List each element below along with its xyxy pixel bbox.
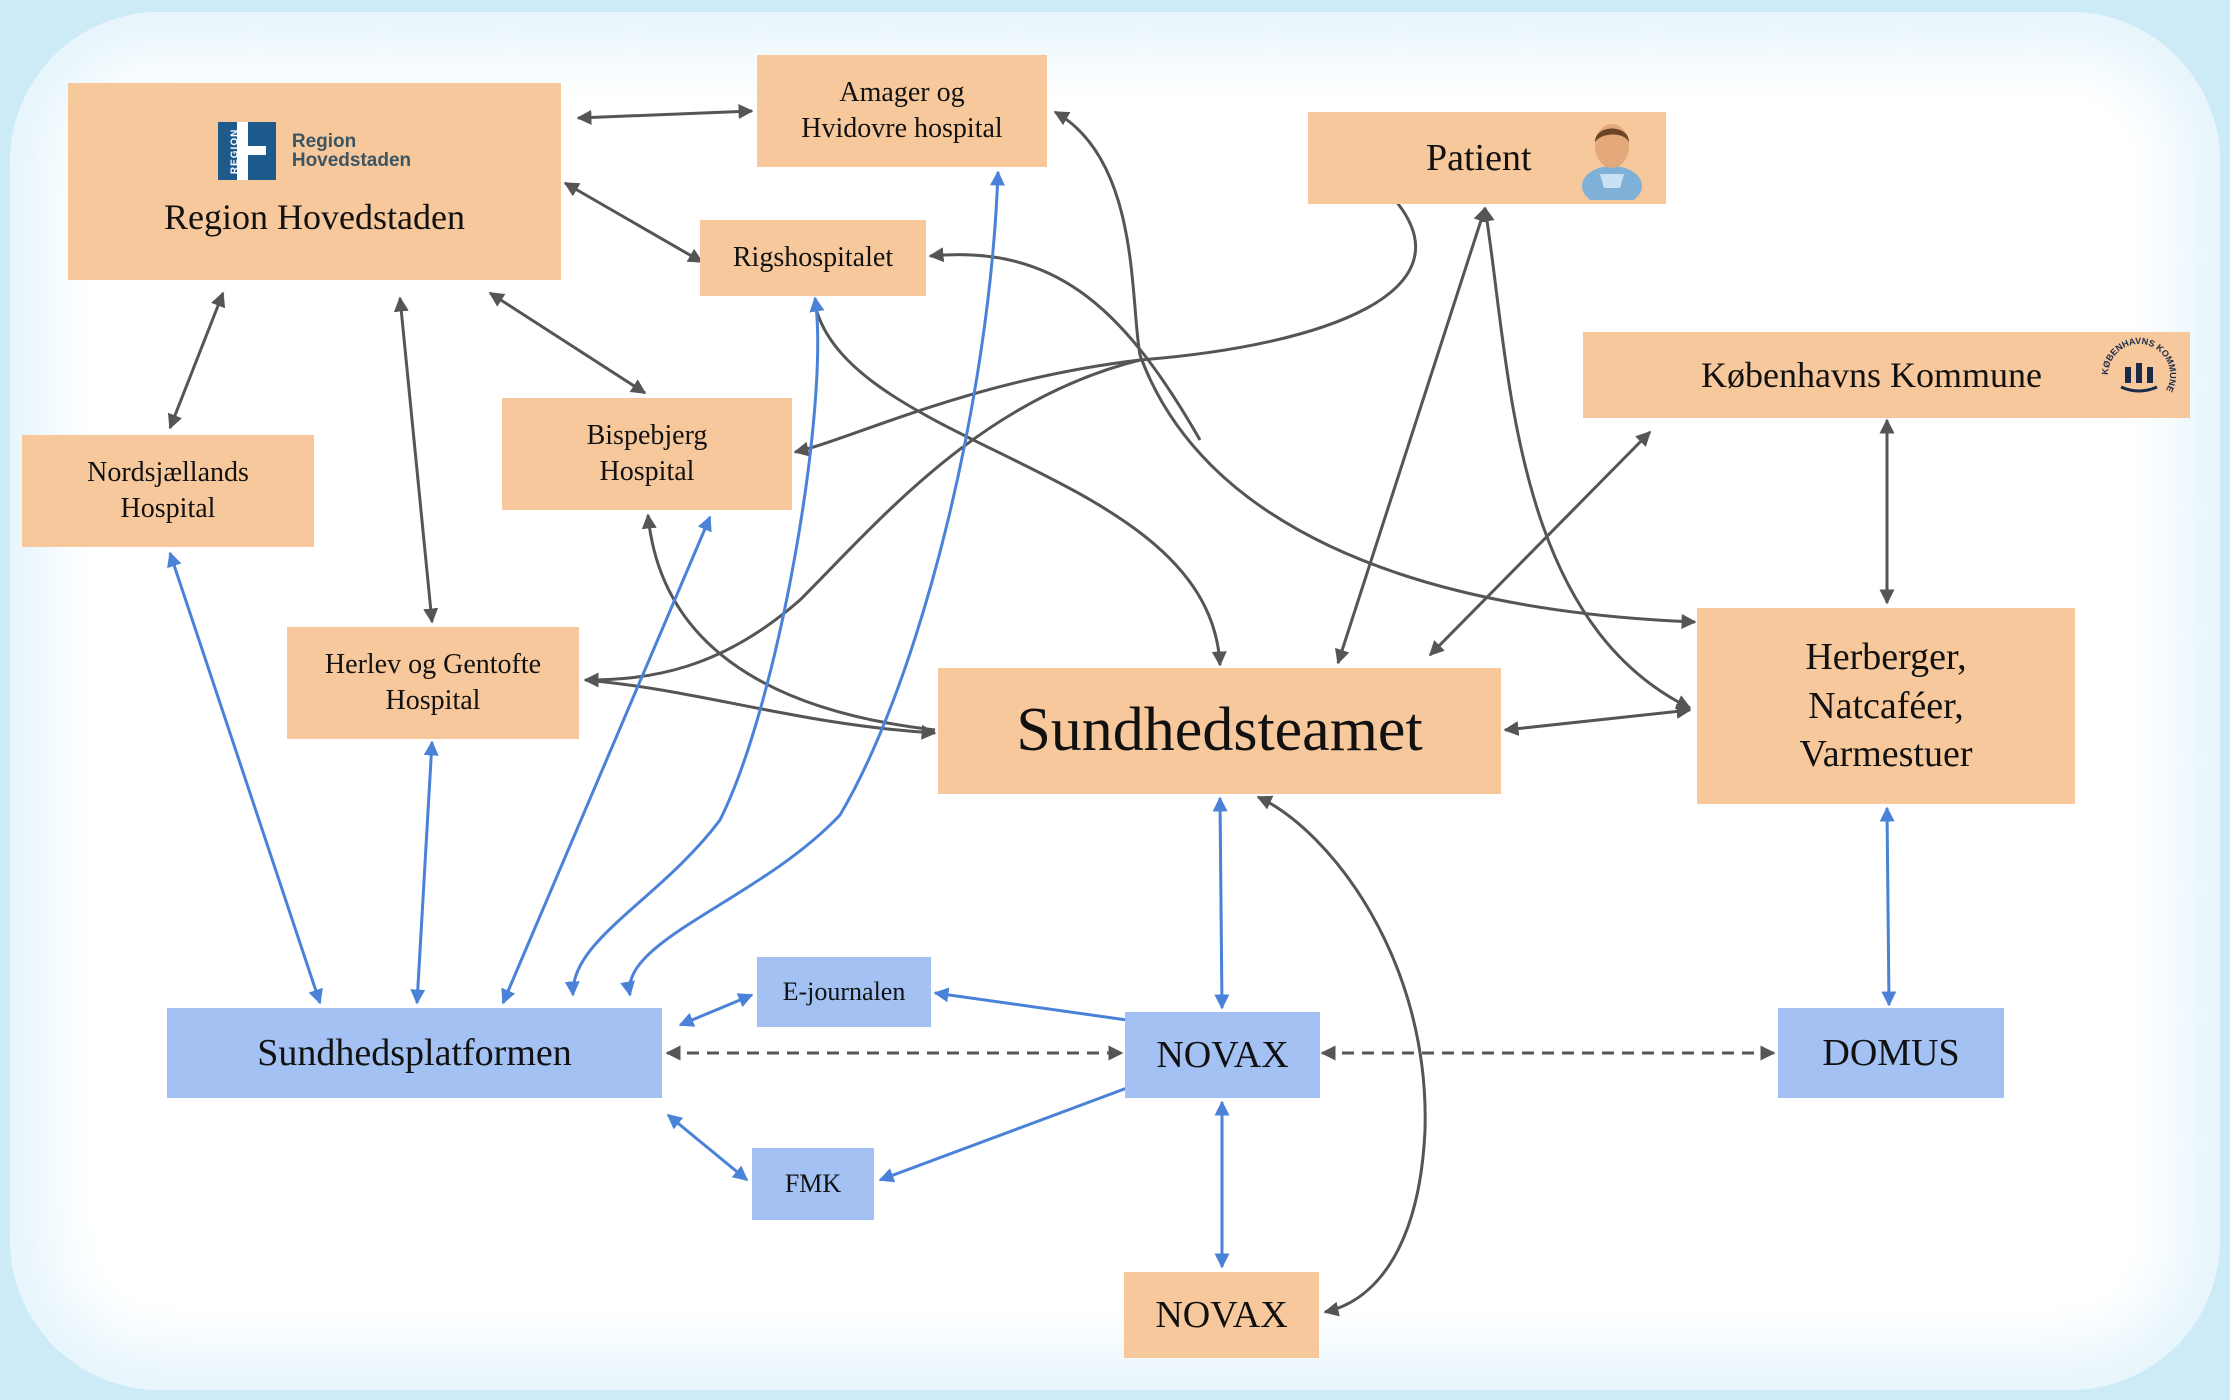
- node-novax-2: NOVAX: [1124, 1272, 1319, 1358]
- node-domus: DOMUS: [1778, 1008, 2004, 1098]
- node-label: Københavns Kommune: [1701, 354, 2042, 395]
- node-label: Herberger, Natcaféer, Varmestuer: [1799, 636, 1973, 776]
- node-label: E-journalen: [782, 977, 906, 1007]
- node-novax: NOVAX: [1125, 1012, 1320, 1098]
- node-sundhedsplatformen: Sundhedsplatformen: [167, 1008, 662, 1098]
- node-nordsjaelland: Nordsjællands Hospital: [22, 435, 314, 547]
- link-sundhedsteamet-novax: [1212, 796, 1230, 1010]
- link-region-rigs: [563, 181, 704, 264]
- link-region-nord: [167, 291, 226, 430]
- link-bisp-sundhedsteamet: [641, 513, 936, 732]
- link-herlev-sp: [410, 740, 439, 1005]
- region-logo-mark: REGION: [217, 122, 276, 181]
- link-region-bisp: [488, 291, 647, 395]
- node-label: DOMUS: [1822, 1031, 1960, 1074]
- node-bispebjerg: Bispebjerg Hospital: [502, 398, 792, 510]
- node-kobenhavns-kommune: Københavns Kommune KØBENHAVNS KOMMUNE: [1583, 332, 2190, 418]
- node-label: Herlev og Gentofte Hospital: [324, 649, 542, 716]
- node-patient: Patient: [1308, 112, 1666, 204]
- link-herberger-domus: [1879, 806, 1897, 1007]
- node-label: Sundhedsteamet: [1016, 696, 1423, 765]
- node-label: NOVAX: [1155, 1293, 1288, 1336]
- node-label: Bispebjerg Hospital: [586, 420, 708, 487]
- link-nord-sp: [167, 551, 323, 1005]
- node-label: Nordsjællands Hospital: [87, 457, 249, 524]
- link-novax-fmk: [878, 1086, 1128, 1183]
- link-patient-sundhedsteamet: [1335, 206, 1488, 665]
- region-logo-text-2: Hovedstaden: [291, 150, 412, 172]
- link-patient-herberger: [1479, 206, 1692, 710]
- link-region-herlev: [393, 296, 439, 624]
- node-label: Patient: [1426, 136, 1532, 179]
- node-region-hovedstaden: REGION Region Hovedstaden Region Hovedst…: [68, 83, 561, 280]
- patient-avatar-icon: [1582, 124, 1642, 200]
- node-e-journalen: E-journalen: [757, 957, 931, 1027]
- region-hovedstaden-logo: REGION Region Hovedstaden: [217, 122, 412, 181]
- node-label: FMK: [784, 1169, 842, 1199]
- node-label: NOVAX: [1156, 1033, 1289, 1076]
- node-label: Region Hovedstaden: [164, 197, 465, 238]
- link-kk-sundhedsteamet: [1428, 430, 1652, 657]
- node-sundhedsteamet: Sundhedsteamet: [938, 668, 1501, 794]
- node-rigshospitalet: Rigshospitalet: [700, 220, 926, 296]
- link-region-amager: [576, 104, 754, 125]
- region-logo-text-1: Region: [291, 130, 357, 152]
- node-amager-hvidovre: Amager og Hvidovre hospital: [757, 55, 1047, 167]
- link-sp-ejournal: [678, 993, 754, 1027]
- node-fmk: FMK: [752, 1148, 874, 1220]
- kobenhavns-kommune-seal-icon: KØBENHAVNS KOMMUNE: [2100, 336, 2178, 394]
- link-novax-ejournal: [933, 987, 1128, 1022]
- link-sundhedsteamet-novax2: [1256, 795, 1427, 1317]
- node-herberger: Herberger, Natcaféer, Varmestuer: [1697, 608, 2075, 804]
- link-sundhedsteamet-herberger: [1503, 703, 1692, 737]
- node-label: Amager og Hvidovre hospital: [801, 77, 1003, 144]
- node-label: Rigshospitalet: [732, 242, 894, 274]
- link-amager-sp: [620, 170, 1006, 997]
- node-label: Sundhedsplatformen: [257, 1031, 572, 1074]
- node-herlev-gentofte: Herlev og Gentofte Hospital: [287, 627, 579, 739]
- link-sp-fmk: [666, 1113, 749, 1182]
